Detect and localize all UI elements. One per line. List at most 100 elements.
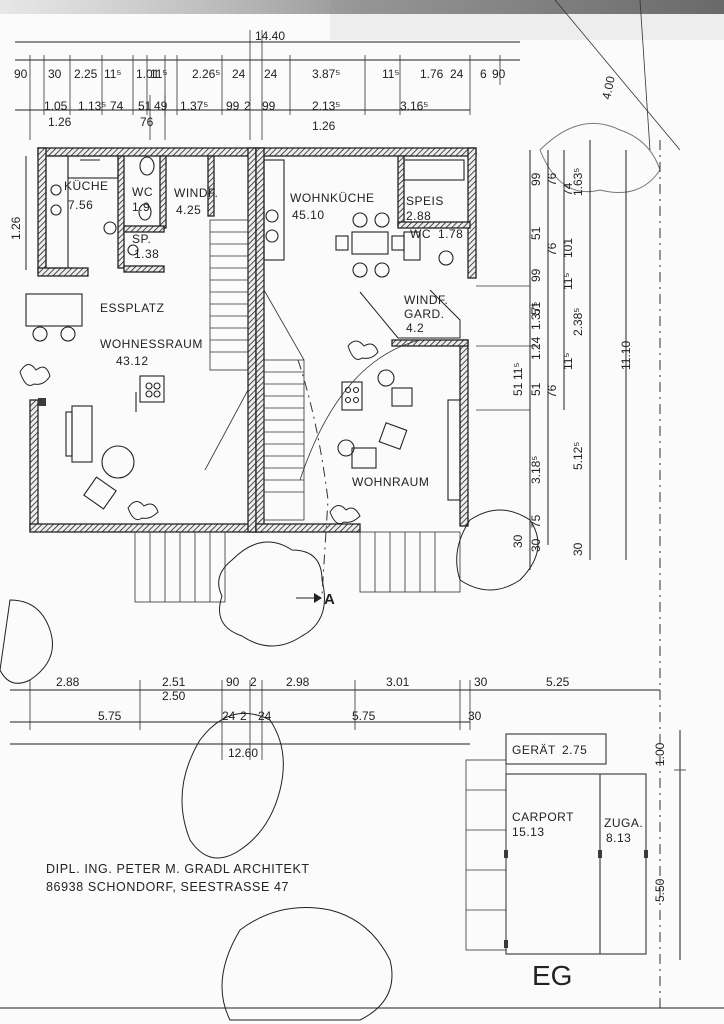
dim-bottom-r2-2: 2 bbox=[240, 709, 247, 723]
dim-carport-1: 5.50 bbox=[653, 878, 667, 902]
house-right: WOHNKÜCHE 45.10 SPEIS 2.88 WC 1.78 WINDF… bbox=[255, 147, 477, 608]
plant-icon bbox=[127, 501, 159, 521]
room-wc2-name: WC bbox=[410, 227, 431, 241]
dim-top-r1-14: 90 bbox=[492, 67, 506, 81]
dim-top-r1-0: 90 bbox=[14, 67, 28, 81]
carport: GERÄT 2.75 CARPORT 15.13 ZUGA. 8.13 1.00… bbox=[465, 730, 686, 960]
architect-address: 86938 SCHONDORF, SEESTRASSE 47 bbox=[46, 880, 289, 894]
tree-outlines bbox=[0, 122, 661, 1021]
dim-bottom-r1-5: 2.98 bbox=[286, 675, 310, 689]
scan-noise-band bbox=[330, 0, 724, 40]
dim-left-height: 1.26 bbox=[9, 216, 23, 240]
dim-top-r2-5: 1.37⁵ bbox=[180, 99, 208, 113]
room-zuga-name: ZUGA. bbox=[604, 816, 643, 830]
dim-top-r1-10: 11⁵ bbox=[382, 67, 399, 81]
house-left: KÜCHE 7.56 WC 1.9 WINDF. 4.25 SP. 1.38 E… bbox=[9, 147, 257, 533]
plant-icon bbox=[347, 340, 379, 360]
dim-top-r1-7: 24 bbox=[232, 67, 246, 81]
dim-bottom-r1-1: 2.51 bbox=[162, 675, 186, 689]
dim-bottom-r1-8: 5.25 bbox=[546, 675, 570, 689]
dim-top-r1-12: 24 bbox=[450, 67, 464, 81]
dim-right-c4-1: 2.38⁵ bbox=[571, 308, 585, 336]
room-geraet-area: 2.75 bbox=[562, 743, 587, 757]
dim-top-r2b-2: 1.26 bbox=[312, 119, 336, 133]
dim-right-c1-0: 99 bbox=[529, 172, 543, 186]
room-sp-area: 1.38 bbox=[134, 247, 159, 261]
room-kueche-name: KÜCHE bbox=[64, 179, 109, 193]
dim-top-r2b-1: 76 bbox=[140, 115, 154, 129]
dim-top-r2-8: 99 bbox=[262, 99, 276, 113]
room-wohnessraum-area: 43.12 bbox=[116, 354, 149, 368]
dim-top-r1-6: 2.26⁵ bbox=[192, 67, 220, 81]
room-geraet-name: GERÄT bbox=[512, 743, 556, 757]
staircase-left bbox=[204, 219, 249, 471]
room-kueche-area: 7.56 bbox=[68, 198, 93, 212]
dim-bottom-r1-6: 3.01 bbox=[386, 675, 410, 689]
dim-diagonal: 4.00 bbox=[599, 75, 618, 101]
dim-bottom-r1-7: 30 bbox=[474, 675, 488, 689]
dim-bottom-r1-3: 90 bbox=[226, 675, 240, 689]
dim-top-r1-4: 1.01 bbox=[136, 67, 160, 81]
dim-right-c3-2: 11⁵ bbox=[561, 273, 575, 290]
dim-bottom-r2-5: 30 bbox=[468, 709, 482, 723]
dim-top-r1-8: 24 bbox=[264, 67, 278, 81]
room-essplatz-name: ESSPLATZ bbox=[100, 301, 164, 315]
dim-bottom-r2-3: 24 bbox=[258, 709, 272, 723]
dim-right-c4-2: 5.12⁵ bbox=[571, 442, 585, 470]
scan-noise-band bbox=[0, 0, 724, 14]
room-windf2-name2: GARD. bbox=[404, 307, 445, 321]
room-windf1-area: 4.25 bbox=[176, 203, 201, 217]
dim-right-c5-2: 30 bbox=[511, 534, 525, 548]
dim-bottom-overall: 12.60 bbox=[228, 746, 258, 760]
dim-top-r2-1: 1.13⁵ bbox=[78, 99, 106, 113]
plant-icon bbox=[329, 505, 361, 525]
dim-top-r2-10: 3.16⁵ bbox=[400, 99, 428, 113]
dim-top-r2-2: 74 bbox=[110, 99, 124, 113]
dim-top-r1-2: 2.25 bbox=[74, 67, 98, 81]
dim-overall-top: 14.40 bbox=[255, 29, 285, 43]
dim-right-c3-3: 11⁵ bbox=[561, 353, 575, 370]
dim-right-c1-6: 51 bbox=[529, 382, 543, 396]
dim-right-c2-2: 76 bbox=[545, 384, 559, 398]
room-wc1-name: WC bbox=[132, 185, 153, 199]
dim-top-r2-9: 2.13⁵ bbox=[312, 99, 340, 113]
room-windf2-name: WINDF. bbox=[404, 293, 448, 307]
dim-right-c1-5: 1.24 bbox=[529, 336, 543, 360]
dim-top-r1-1: 30 bbox=[48, 67, 62, 81]
room-wohnraum-name: WOHNRAUM bbox=[352, 475, 429, 489]
dim-bottom-r1-0: 2.88 bbox=[56, 675, 80, 689]
terrace-steps bbox=[134, 531, 461, 603]
dim-right-c1-2: 99 bbox=[529, 268, 543, 282]
plant-icon bbox=[19, 364, 51, 386]
dim-right-c1-1: 51 bbox=[529, 226, 543, 240]
dim-right-c5-1: 11⁵ bbox=[511, 363, 525, 380]
dim-top-r1-5: 11⁵ bbox=[150, 67, 167, 81]
dim-top-r2b-0: 1.26 bbox=[48, 115, 72, 129]
dim-right-c2-1: 76 bbox=[545, 242, 559, 256]
dim-right-c2-0: 76 bbox=[545, 172, 559, 186]
room-carport-area: 15.13 bbox=[512, 825, 545, 839]
dim-right-c1-4: 1.37⁵ bbox=[529, 302, 543, 330]
dim-bottom-r2-4: 5.75 bbox=[352, 709, 376, 723]
dim-top-r1-13: 6 bbox=[480, 67, 487, 81]
dim-top-r2-4: 49 bbox=[154, 99, 168, 113]
room-zuga-area: 8.13 bbox=[606, 831, 631, 845]
dim-top-r1-11: 1.76 bbox=[420, 67, 444, 81]
dim-right-c3-0: 74 bbox=[561, 182, 575, 196]
room-speis-area: 2.88 bbox=[406, 209, 431, 223]
dim-right-c5-0: 51 bbox=[511, 382, 525, 396]
dim-bottom-r2-0: 5.75 bbox=[98, 709, 122, 723]
room-wohnkueche-area: 45.10 bbox=[292, 208, 325, 222]
architect-name: DIPL. ING. PETER M. GRADL ARCHITEKT bbox=[46, 862, 310, 876]
floor-label: EG bbox=[532, 960, 572, 991]
room-wohnessraum-name: WOHNESSRAUM bbox=[100, 337, 203, 351]
room-windf1-name: WINDF. bbox=[174, 186, 218, 200]
dim-top-r2-7: 2 bbox=[244, 99, 251, 113]
room-carport-name: CARPORT bbox=[512, 810, 574, 824]
dim-right-c1-7: 3.18⁵ bbox=[529, 456, 543, 484]
dim-top-r1-9: 3.87⁵ bbox=[312, 67, 340, 81]
